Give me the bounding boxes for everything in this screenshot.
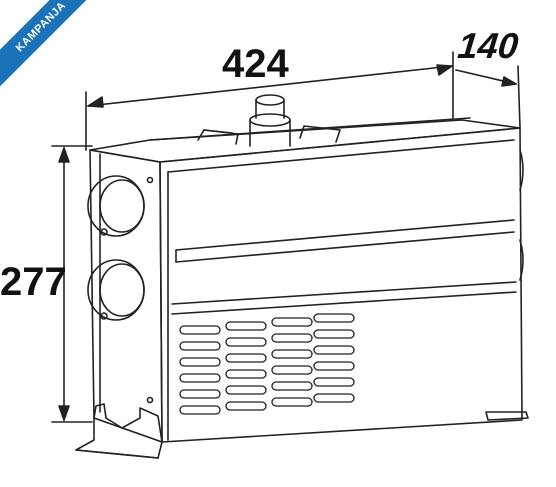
- height-dimension-label: 277: [0, 260, 67, 304]
- depth-dimension-label: 140: [455, 25, 521, 66]
- lower-air-duct: [87, 259, 145, 321]
- left-foot: [75, 403, 163, 459]
- width-dimension-label: 424: [222, 42, 289, 86]
- width-dimension-line: [85, 51, 454, 151]
- vent-grille: [179, 313, 355, 415]
- right-foot: [485, 411, 529, 421]
- depth-dimension-line: [455, 65, 521, 129]
- upper-air-duct: [87, 175, 145, 237]
- exhaust-pipe: [249, 94, 291, 147]
- height-dimension-line: [51, 145, 93, 423]
